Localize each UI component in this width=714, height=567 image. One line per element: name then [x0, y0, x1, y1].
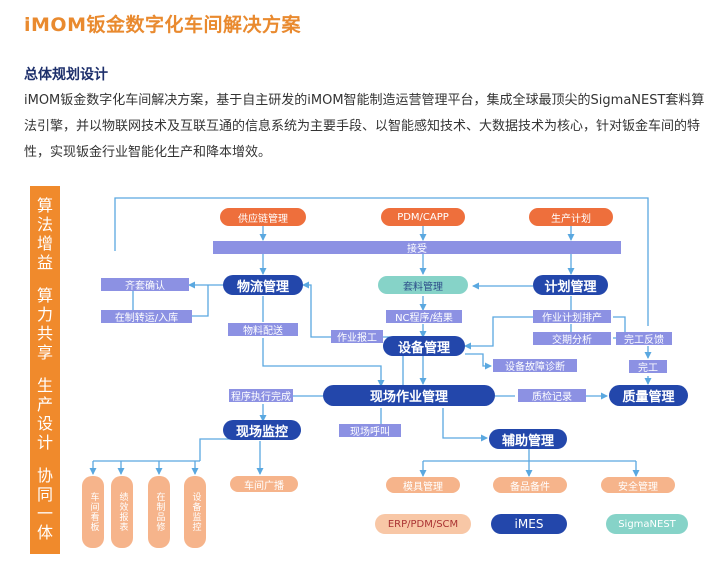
label-process-done: 程序执行完成 — [229, 389, 293, 403]
label-finish: 完工 — [629, 360, 667, 374]
node-wip-items: 在制品修 — [148, 476, 170, 548]
sidebar-char: 法 — [36, 215, 53, 234]
sidebar-group-1: 算 法 增 益 — [37, 196, 53, 272]
node-nesting: 套料管理 — [378, 276, 468, 294]
connector-bus-monitor — [199, 438, 233, 461]
architecture-diagram: 供应链管理 PDM/CAPP 生产计划 接受 物流管理 套料管理 计划管理 设备… — [63, 186, 714, 566]
label-material-delivery: 物料配送 — [228, 323, 298, 337]
sidebar-group-3: 生 产 设 计 — [37, 376, 53, 452]
sidebar-char: 算 — [36, 196, 53, 215]
intro-paragraph: iMOM钣金数字化车间解决方案，基于自主研发的iMOM智能制造运营管理平台，集成… — [24, 93, 705, 160]
label-nc-program: NC程序/结果 — [386, 310, 462, 324]
sidebar-char: 一 — [36, 504, 53, 523]
node-pdm-capp: PDM/CAPP — [381, 208, 465, 226]
node-supply-chain: 供应链管理 — [220, 208, 306, 226]
label-qc-record: 质检记录 — [518, 389, 586, 403]
node-quality: 质量管理 — [609, 385, 688, 406]
connector-ops-aux — [442, 408, 488, 442]
connector-schedule-equipment — [464, 316, 533, 350]
sidebar-char: 协 — [36, 466, 53, 485]
connector-wip-back — [192, 285, 209, 317]
node-broadcast: 车间广播 — [230, 476, 298, 492]
node-safety-mgmt: 安全管理 — [601, 477, 675, 493]
node-logistics: 物流管理 — [223, 275, 303, 295]
node-site-ops: 现场作业管理 — [323, 385, 495, 406]
sidebar-char: 共 — [36, 324, 53, 343]
sidebar-char: 算 — [36, 286, 53, 305]
label-site-call: 现场呼叫 — [339, 424, 401, 438]
sidebar-char: 享 — [36, 343, 53, 362]
section-title: 总体规划设计 — [24, 67, 108, 83]
node-mold-mgmt: 模具管理 — [386, 477, 460, 493]
sidebar-char: 增 — [36, 234, 53, 253]
node-aux: 辅助管理 — [489, 429, 567, 449]
label-plan-schedule: 作业计划排产 — [533, 310, 611, 324]
node-production-plan: 生产计划 — [529, 208, 613, 226]
sidebar-group-2: 算 力 共 享 — [37, 286, 53, 362]
connector-report-logistics — [302, 281, 331, 338]
connector-delivery-ops — [262, 338, 385, 387]
frame-line-top — [114, 197, 649, 251]
node-spare-parts: 备品备件 — [493, 477, 567, 493]
sidebar-char: 计 — [36, 433, 53, 452]
label-kit-confirm: 齐套确认 — [101, 278, 189, 292]
node-performance-report: 绩效报表 — [111, 476, 133, 548]
sidebar-char: 体 — [36, 523, 53, 542]
page-title: iMOM钣金数字化车间解决方案 — [24, 14, 301, 36]
label-work-report: 作业报工 — [331, 330, 383, 344]
sidebar-char: 产 — [36, 395, 53, 414]
node-sigmanest: SigmaNEST — [606, 514, 688, 534]
node-receive-bar: 接受 — [213, 241, 621, 255]
sidebar-char: 同 — [36, 485, 53, 504]
node-erp-pdm-scm: ERP/PDM/SCM — [375, 514, 471, 534]
sidebar-char: 设 — [36, 414, 53, 433]
node-site-monitor: 现场监控 — [223, 420, 301, 440]
capability-sidebar: 算 法 增 益 算 力 共 享 生 产 设 计 协 同 一 体 — [30, 186, 60, 554]
node-plan: 计划管理 — [533, 275, 608, 295]
label-fault-diagnosis: 设备故障诊断 — [493, 359, 577, 373]
sidebar-char: 生 — [36, 376, 53, 395]
node-device-monitor: 设备监控 — [184, 476, 206, 548]
sidebar-char: 力 — [36, 305, 53, 324]
label-wip-transfer: 在制转运/入库 — [101, 310, 192, 324]
node-imes: iMES — [491, 514, 567, 534]
node-workshop-board: 车间看板 — [82, 476, 104, 548]
node-equipment: 设备管理 — [383, 336, 465, 356]
label-delivery-analysis: 交期分析 — [533, 332, 611, 346]
sidebar-char: 益 — [36, 253, 53, 272]
sidebar-group-4: 协 同 一 体 — [37, 466, 53, 542]
label-finish-feedback: 完工反馈 — [616, 332, 672, 346]
connector-fault — [465, 353, 492, 370]
